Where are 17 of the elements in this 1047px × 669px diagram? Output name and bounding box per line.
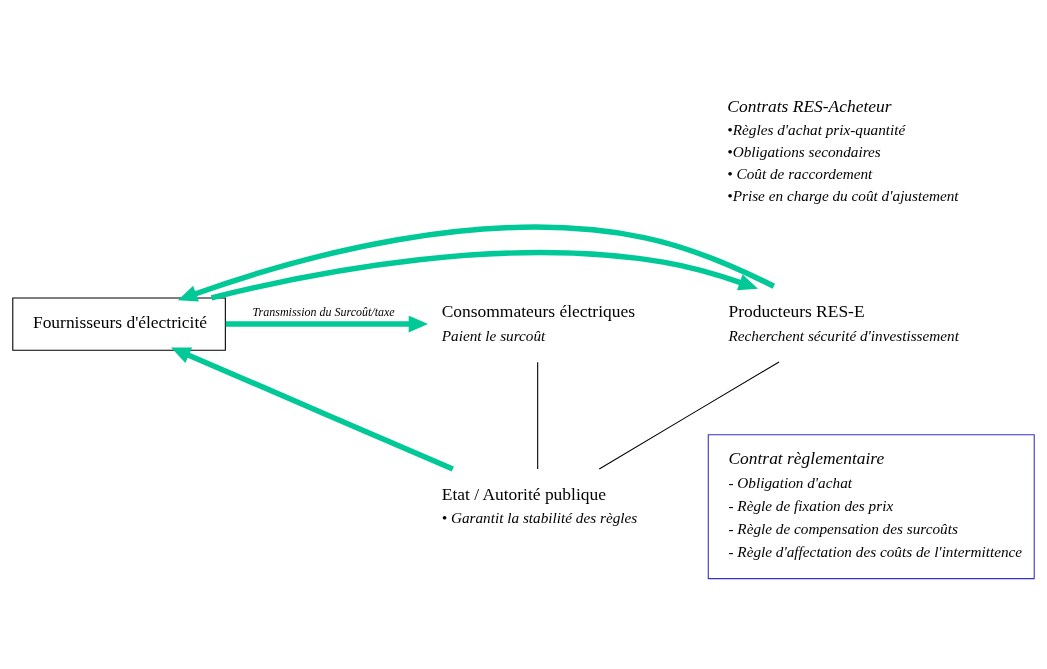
node-box: Fournisseurs d'électricité <box>12 296 226 351</box>
connector <box>598 360 780 469</box>
node-text: Producteurs RES-E Recherchent sécurité d'investissement <box>728 300 959 344</box>
connector <box>537 361 539 470</box>
edge-label: Transmission du Surcoût/taxe <box>252 304 395 319</box>
arrow <box>225 315 429 333</box>
label: • Coût de raccordement <box>727 164 873 182</box>
label: Contrats RES-Acheteur <box>727 95 892 116</box>
label: •Prise en charge du coût d'ajustement <box>727 186 959 204</box>
node-box: Contrat règlementaire - Obligation d'achat - Règle de fixation des prix - Règle de compensation des surcoûts - Règle d'affectation des coûts de l'intermittence <box>707 433 1035 579</box>
node-text: Etat / Autorité publique • Garantit la stabilité des règles <box>441 483 638 526</box>
label: •Obligations secondaires <box>727 142 881 160</box>
arrow <box>171 346 454 472</box>
node-text: Consommateurs électriques Paient le surcoût <box>441 300 635 344</box>
arrow <box>210 249 759 300</box>
arrow <box>177 224 776 302</box>
label: •Règles d'achat prix-quantité <box>727 120 906 138</box>
